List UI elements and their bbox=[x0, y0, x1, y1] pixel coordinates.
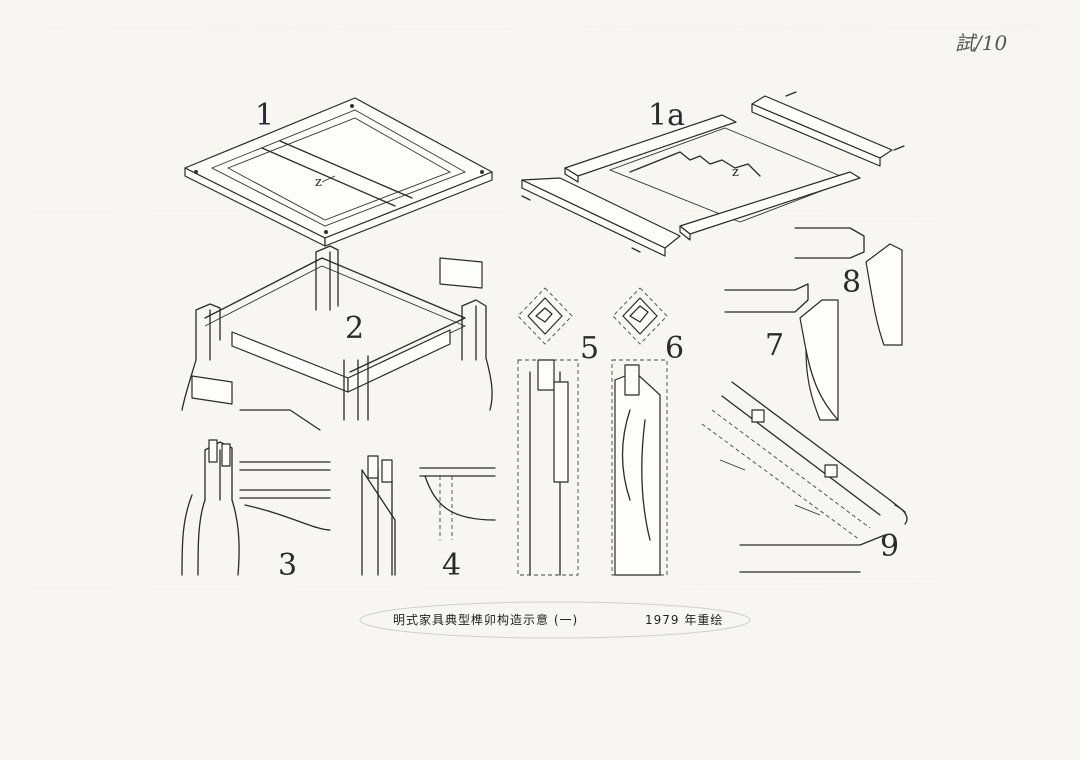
figure-number-5: 5 bbox=[580, 331, 599, 366]
figure-number-8: 8 bbox=[842, 265, 861, 300]
figure-7-moulding-profile: 7 bbox=[724, 283, 839, 421]
figure-1-frame-panel: 1 z bbox=[184, 97, 493, 247]
figure-3-leg-joint-detail: 3 bbox=[181, 409, 331, 583]
caption-block: 明式家具典型榫卯构造示意 (一) 1979 年重绘 bbox=[359, 601, 751, 639]
figure-number-1: 1 bbox=[255, 98, 274, 133]
paper-texture bbox=[0, 25, 1080, 591]
corner-note: 試/10 bbox=[955, 31, 1007, 55]
figure-1a-exploded-frame: 1a z bbox=[521, 91, 905, 257]
figure-number-1a: 1a bbox=[648, 98, 685, 133]
figure-number-6: 6 bbox=[665, 331, 684, 366]
figure-number-7: 7 bbox=[765, 328, 784, 363]
z-marker-1a: z bbox=[732, 165, 739, 180]
z-marker-1: z bbox=[315, 175, 322, 190]
figure-number-3: 3 bbox=[278, 548, 297, 583]
figure-number-4: 4 bbox=[442, 548, 461, 583]
caption-title: 明式家具典型榫卯构造示意 (一) bbox=[393, 612, 578, 627]
figure-5-square-leg-tenon: 5 bbox=[517, 287, 599, 576]
figure-4-mitre-joint: 4 bbox=[361, 455, 496, 583]
figure-8-moulding-profile: 8 bbox=[794, 227, 903, 346]
figure-number-2: 2 bbox=[345, 311, 364, 346]
caption-year-note: 1979 年重绘 bbox=[645, 612, 723, 627]
figure-9-stretcher-joint: 9 bbox=[701, 381, 908, 573]
figure-2-leg-apron-assembly: 2 bbox=[181, 245, 493, 421]
figure-6-carved-leg-tenon: 6 bbox=[611, 287, 684, 576]
figure-number-9: 9 bbox=[880, 529, 899, 564]
